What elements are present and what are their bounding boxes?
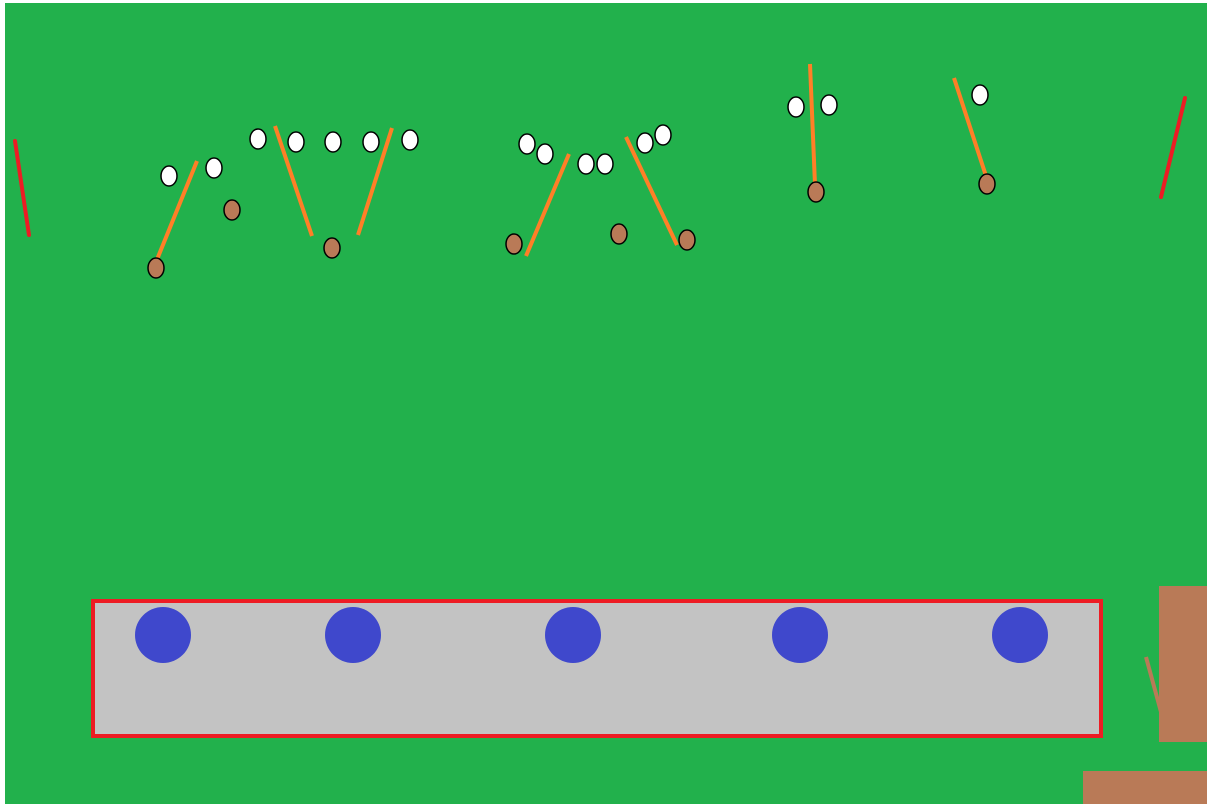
sand-block-bottom <box>1083 771 1207 804</box>
white-ball[interactable] <box>161 166 177 186</box>
white-ball[interactable] <box>402 130 418 150</box>
hitter-ball[interactable] <box>679 230 695 250</box>
white-ball[interactable] <box>578 154 594 174</box>
white-ball[interactable] <box>821 95 837 115</box>
hitter-ball[interactable] <box>506 234 522 254</box>
white-ball[interactable] <box>972 85 988 105</box>
hitter-ball[interactable] <box>324 238 340 258</box>
white-ball[interactable] <box>788 97 804 117</box>
white-ball[interactable] <box>519 134 535 154</box>
target-hole[interactable] <box>325 607 381 663</box>
white-ball[interactable] <box>325 132 341 152</box>
white-ball[interactable] <box>206 158 222 178</box>
target-tray <box>93 601 1101 736</box>
white-ball[interactable] <box>537 144 553 164</box>
white-ball[interactable] <box>655 125 671 145</box>
target-hole[interactable] <box>545 607 601 663</box>
hitter-ball[interactable] <box>224 200 240 220</box>
white-ball[interactable] <box>250 129 266 149</box>
sand-block-right <box>1159 586 1207 742</box>
white-ball[interactable] <box>637 133 653 153</box>
hitter-ball[interactable] <box>808 182 824 202</box>
target-hole[interactable] <box>992 607 1048 663</box>
white-ball[interactable] <box>288 132 304 152</box>
target-hole[interactable] <box>135 607 191 663</box>
hitter-ball[interactable] <box>148 258 164 278</box>
hitter-ball[interactable] <box>611 224 627 244</box>
hitter-ball[interactable] <box>979 174 995 194</box>
target-hole[interactable] <box>772 607 828 663</box>
white-ball[interactable] <box>597 154 613 174</box>
white-ball[interactable] <box>363 132 379 152</box>
